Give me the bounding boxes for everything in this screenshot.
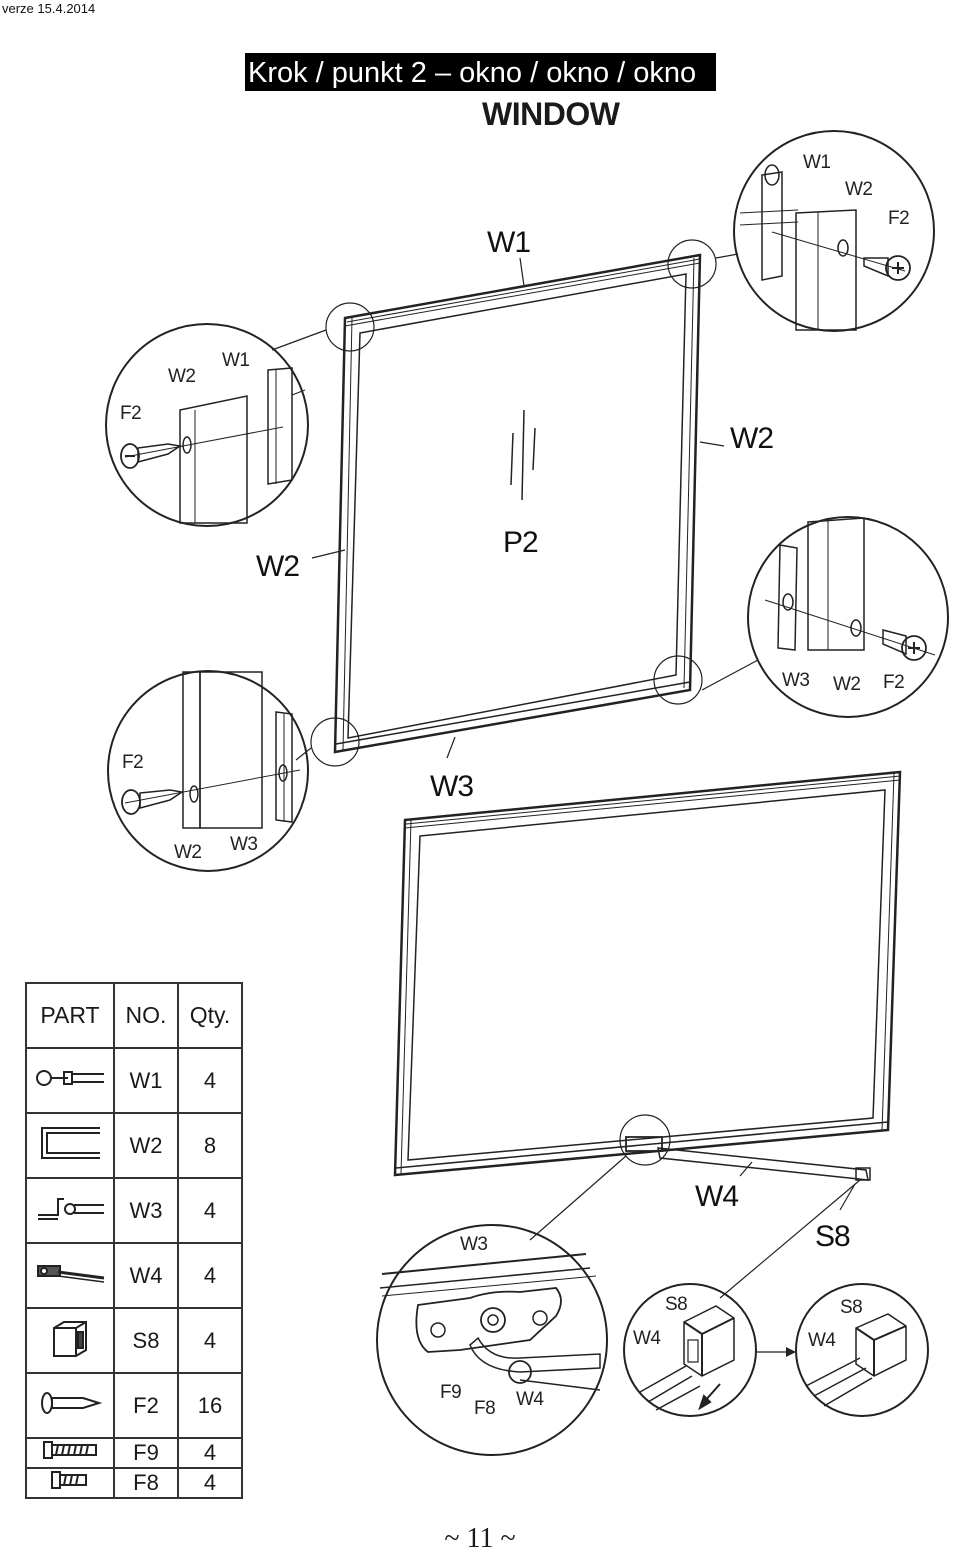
page-number: ~ 11 ~ (444, 1523, 516, 1554)
corner-circle-bottom-right (653, 655, 703, 705)
tr-label-f2: F2 (888, 208, 909, 229)
hinge-label-f9: F9 (440, 1382, 461, 1403)
part-qty: 4 (177, 1437, 243, 1469)
version-note: verze 15.4.2014 (2, 1, 96, 16)
mr-label-w2: W2 (833, 674, 861, 695)
part-qty: 4 (177, 1047, 243, 1114)
lower-window-frame (393, 770, 902, 1181)
f8-part-icon (25, 1467, 115, 1499)
s8a-label-w4: W4 (633, 1328, 661, 1349)
detail-top-right (733, 130, 935, 332)
label-w2-right: W2 (730, 422, 773, 455)
part-no: S8 (113, 1307, 179, 1374)
step-title: Krok / punkt 2 – okno / okno / okno (245, 53, 716, 91)
part-qty: 8 (177, 1112, 243, 1179)
table-row: S8 4 (25, 1307, 243, 1374)
upper-window-frame (333, 253, 702, 754)
part-qty: 4 (177, 1242, 243, 1309)
s8-part-icon (25, 1307, 115, 1374)
hinge-label-w3: W3 (460, 1234, 488, 1255)
w4-part-icon (25, 1242, 115, 1309)
label-w2-left: W2 (256, 550, 299, 583)
label-w4-main: W4 (695, 1180, 738, 1213)
w2-part-icon (25, 1112, 115, 1179)
w3-part-icon (25, 1177, 115, 1244)
w1-part-icon (25, 1047, 115, 1114)
mr-label-w3: W3 (782, 670, 810, 691)
detail-s8-after (795, 1283, 929, 1417)
hinge-circle (619, 1114, 671, 1166)
s8b-label-s8: S8 (840, 1297, 862, 1318)
header-qty: Qty. (177, 982, 243, 1049)
s8a-label-s8: S8 (665, 1294, 687, 1315)
tl-label-w2: W2 (168, 366, 196, 387)
upper-frame-outer (333, 253, 702, 754)
bl-label-w3: W3 (230, 834, 258, 855)
table-row: W3 4 (25, 1177, 243, 1244)
s8b-label-w4: W4 (808, 1330, 836, 1351)
f2-part-icon (25, 1372, 115, 1439)
part-no: F9 (113, 1437, 179, 1469)
hinge-label-f8: F8 (474, 1398, 495, 1419)
label-p2: P2 (503, 526, 538, 559)
hinge-label-w4: W4 (516, 1389, 544, 1410)
f9-part-icon (25, 1437, 115, 1469)
part-no: F2 (113, 1372, 179, 1439)
detail-s8-before (623, 1283, 757, 1417)
part-no: W4 (113, 1242, 179, 1309)
table-row: F8 4 (25, 1467, 243, 1499)
part-qty: 4 (177, 1467, 243, 1499)
mr-label-f2: F2 (883, 672, 904, 693)
corner-circle-top-left (325, 302, 375, 352)
tr-label-w2: W2 (845, 179, 873, 200)
table-row: F2 16 (25, 1372, 243, 1439)
header-no: NO. (113, 982, 179, 1049)
part-no: W2 (113, 1112, 179, 1179)
part-no: F8 (113, 1467, 179, 1499)
header-part: PART (25, 982, 115, 1049)
tl-label-w1: W1 (222, 350, 250, 371)
detail-hinge (376, 1224, 608, 1456)
corner-circle-top-right (667, 239, 717, 289)
part-qty: 4 (177, 1307, 243, 1374)
detail-bottom-left (107, 670, 309, 872)
tl-label-f2: F2 (120, 403, 141, 424)
part-no: W3 (113, 1177, 179, 1244)
part-no: W1 (113, 1047, 179, 1114)
table-row: W1 4 (25, 1047, 243, 1114)
bl-label-w2: W2 (174, 842, 202, 863)
label-s8-main: S8 (815, 1220, 850, 1253)
label-w1-main: W1 (487, 226, 530, 259)
corner-circle-bottom-left (310, 717, 360, 767)
tr-label-w1: W1 (803, 152, 831, 173)
parts-table: PART NO. Qty. W1 4 W2 8 W3 4 (25, 982, 243, 1499)
table-row: W2 8 (25, 1112, 243, 1179)
detail-mid-right (747, 516, 949, 718)
window-heading: WINDOW (482, 96, 620, 132)
table-row: F9 4 (25, 1437, 243, 1469)
label-w3-main: W3 (430, 770, 473, 803)
detail-top-left (105, 323, 309, 527)
part-qty: 16 (177, 1372, 243, 1439)
bl-label-f2: F2 (122, 752, 143, 773)
upper-frame-inner (347, 273, 687, 739)
table-row: W4 4 (25, 1242, 243, 1309)
part-qty: 4 (177, 1177, 243, 1244)
